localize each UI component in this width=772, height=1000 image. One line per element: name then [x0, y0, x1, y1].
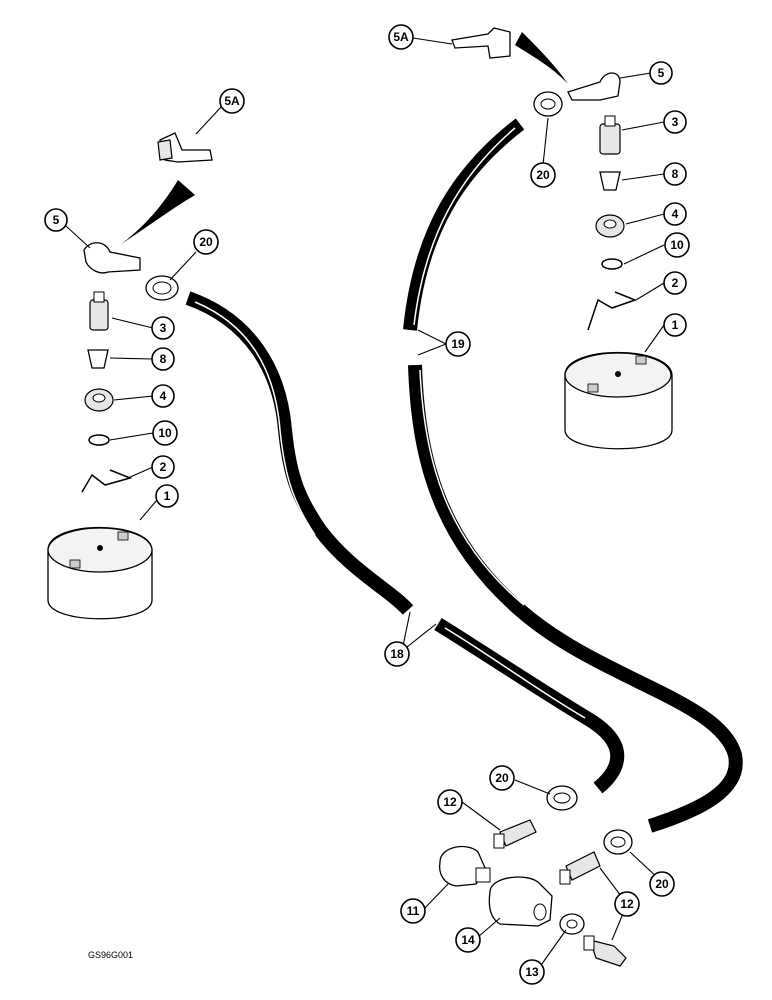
svg-text:2: 2: [672, 276, 679, 290]
right-elbow-5: [567, 72, 621, 101]
callout-right-1: 1: [663, 313, 687, 337]
callout-right-2: 2: [663, 271, 687, 295]
svg-text:5A: 5A: [224, 94, 240, 108]
callout-bottom-14: 14: [455, 927, 481, 953]
callout-right-4: 4: [663, 202, 687, 226]
svg-text:14: 14: [461, 933, 475, 947]
right-arrow-5a-to-5: [515, 32, 568, 84]
callout-bottom-12a: 12: [437, 789, 463, 815]
bottom-elbow-11: [438, 845, 491, 887]
svg-text:8: 8: [160, 352, 167, 366]
svg-text:20: 20: [536, 168, 550, 182]
callout-left-5a: 5A: [219, 88, 245, 114]
svg-text:10: 10: [158, 426, 172, 440]
svg-text:5: 5: [53, 213, 60, 227]
callout-hose-19: 19: [445, 331, 471, 357]
svg-text:3: 3: [160, 321, 167, 335]
svg-text:5: 5: [658, 66, 665, 80]
right-clamp-20: [533, 91, 563, 117]
svg-text:8: 8: [672, 167, 679, 181]
svg-text:20: 20: [199, 235, 213, 249]
right-adapter-3: [599, 115, 621, 155]
svg-text:19: 19: [451, 337, 465, 351]
svg-text:20: 20: [495, 771, 509, 785]
svg-text:12: 12: [620, 897, 634, 911]
svg-text:11: 11: [407, 904, 420, 918]
svg-text:13: 13: [525, 965, 539, 979]
callout-left-4: 4: [151, 384, 175, 408]
callout-left-10: 10: [152, 420, 178, 446]
svg-text:20: 20: [655, 877, 669, 891]
left-clamp-20: [145, 275, 179, 301]
callout-right-5a: 5A: [388, 24, 414, 50]
svg-text:2: 2: [160, 460, 167, 474]
svg-text:1: 1: [672, 318, 679, 332]
right-clip-2: [587, 291, 638, 331]
callout-right-5: 5: [649, 61, 673, 85]
svg-text:18: 18: [390, 647, 404, 661]
callout-right-20: 20: [530, 162, 556, 188]
svg-text:10: 10: [670, 238, 684, 252]
callout-left-5: 5: [44, 208, 68, 232]
callout-left-8: 8: [151, 347, 175, 371]
right-oring-10: [601, 258, 623, 270]
left-plug-8: [87, 349, 109, 369]
right-elbow-5a: [451, 27, 511, 59]
bottom-fitting-12a: [493, 819, 537, 849]
left-arrow-5a-to-5: [120, 180, 195, 245]
svg-text:5A: 5A: [393, 30, 409, 44]
right-plug-8: [599, 171, 621, 191]
left-clip-2: [81, 469, 133, 493]
callout-right-8: 8: [663, 162, 687, 186]
svg-text:4: 4: [672, 207, 679, 221]
svg-text:3: 3: [672, 115, 679, 129]
leader-lines: [65, 37, 665, 969]
callout-bottom-11: 11: [400, 898, 426, 924]
callout-left-20: 20: [193, 229, 219, 255]
callout-left-2: 2: [151, 455, 175, 479]
callout-right-3: 3: [663, 110, 687, 134]
callout-bottom-20b: 20: [649, 871, 675, 897]
svg-text:12: 12: [443, 795, 457, 809]
hose-18: [185, 291, 625, 794]
left-elbow-5a: [157, 132, 213, 163]
svg-text:4: 4: [160, 389, 167, 403]
hose-19: [403, 118, 743, 833]
bottom-fitting-12c: [583, 935, 627, 967]
left-oring-10: [88, 434, 110, 446]
callout-right-10: 10: [664, 232, 690, 258]
bottom-washer-13: [559, 913, 585, 935]
right-nut-4: [595, 214, 625, 238]
callout-bottom-12b: 12: [614, 891, 640, 917]
right-float-1: [564, 351, 673, 450]
svg-text:1: 1: [164, 489, 171, 503]
bottom-tee-14: [488, 876, 553, 927]
bottom-clamp-20a: [546, 785, 578, 811]
left-elbow-5: [83, 242, 141, 274]
callout-bottom-13: 13: [519, 959, 545, 985]
left-nut-4: [84, 388, 114, 412]
bottom-fitting-12b: [559, 851, 601, 885]
bottom-clamp-20b: [603, 829, 633, 855]
callout-left-3: 3: [151, 316, 175, 340]
left-adapter-3: [89, 291, 109, 331]
callout-bottom-20a: 20: [489, 765, 515, 791]
callout-left-1: 1: [155, 484, 179, 508]
callout-hose-18: 18: [384, 641, 410, 667]
left-float-1: [47, 526, 153, 620]
reference-code: GS96G001: [88, 950, 133, 960]
